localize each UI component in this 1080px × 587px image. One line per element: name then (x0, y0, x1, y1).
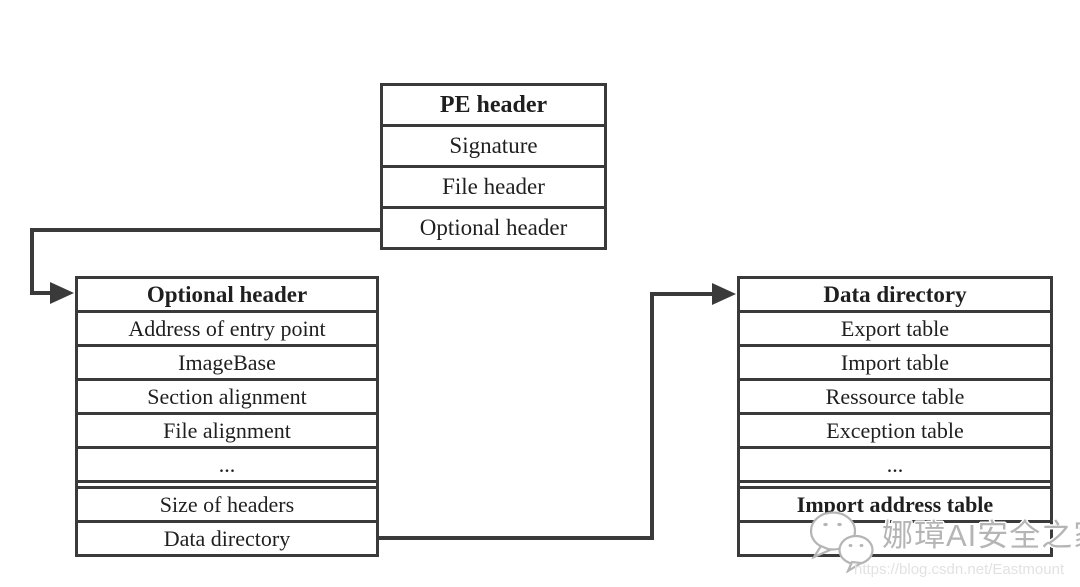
table-row: ... (78, 446, 376, 480)
table-row: Size of headers (78, 486, 376, 520)
table-row: Import address table (740, 486, 1050, 520)
table-row: ImageBase (78, 344, 376, 378)
arrow-data-directory-row-to-data-directory-table (378, 283, 736, 540)
row-gap-divider (740, 480, 1050, 486)
watermark-url: https://blog.csdn.net/Eastmount (854, 561, 1065, 578)
pe-header-table-title: PE header (439, 92, 548, 118)
row-gap-divider (78, 480, 376, 486)
table-row: ... (740, 446, 1050, 480)
table-row (740, 520, 1050, 554)
optional-header-table-title: Optional header (146, 282, 308, 307)
table-row: Address of entry point (78, 310, 376, 344)
table-row: Export table (740, 310, 1050, 344)
table-row: Ressource table (740, 378, 1050, 412)
table-row: File alignment (78, 412, 376, 446)
table-row: Import table (740, 344, 1050, 378)
table-row: Exception table (740, 412, 1050, 446)
data-directory-table-title: Data directory (823, 282, 967, 307)
table-row: Data directory (78, 520, 376, 554)
table-row: Optional header (383, 206, 604, 247)
table-row: File header (383, 165, 604, 206)
table-row: Section alignment (78, 378, 376, 412)
table-row: Signature (383, 124, 604, 165)
